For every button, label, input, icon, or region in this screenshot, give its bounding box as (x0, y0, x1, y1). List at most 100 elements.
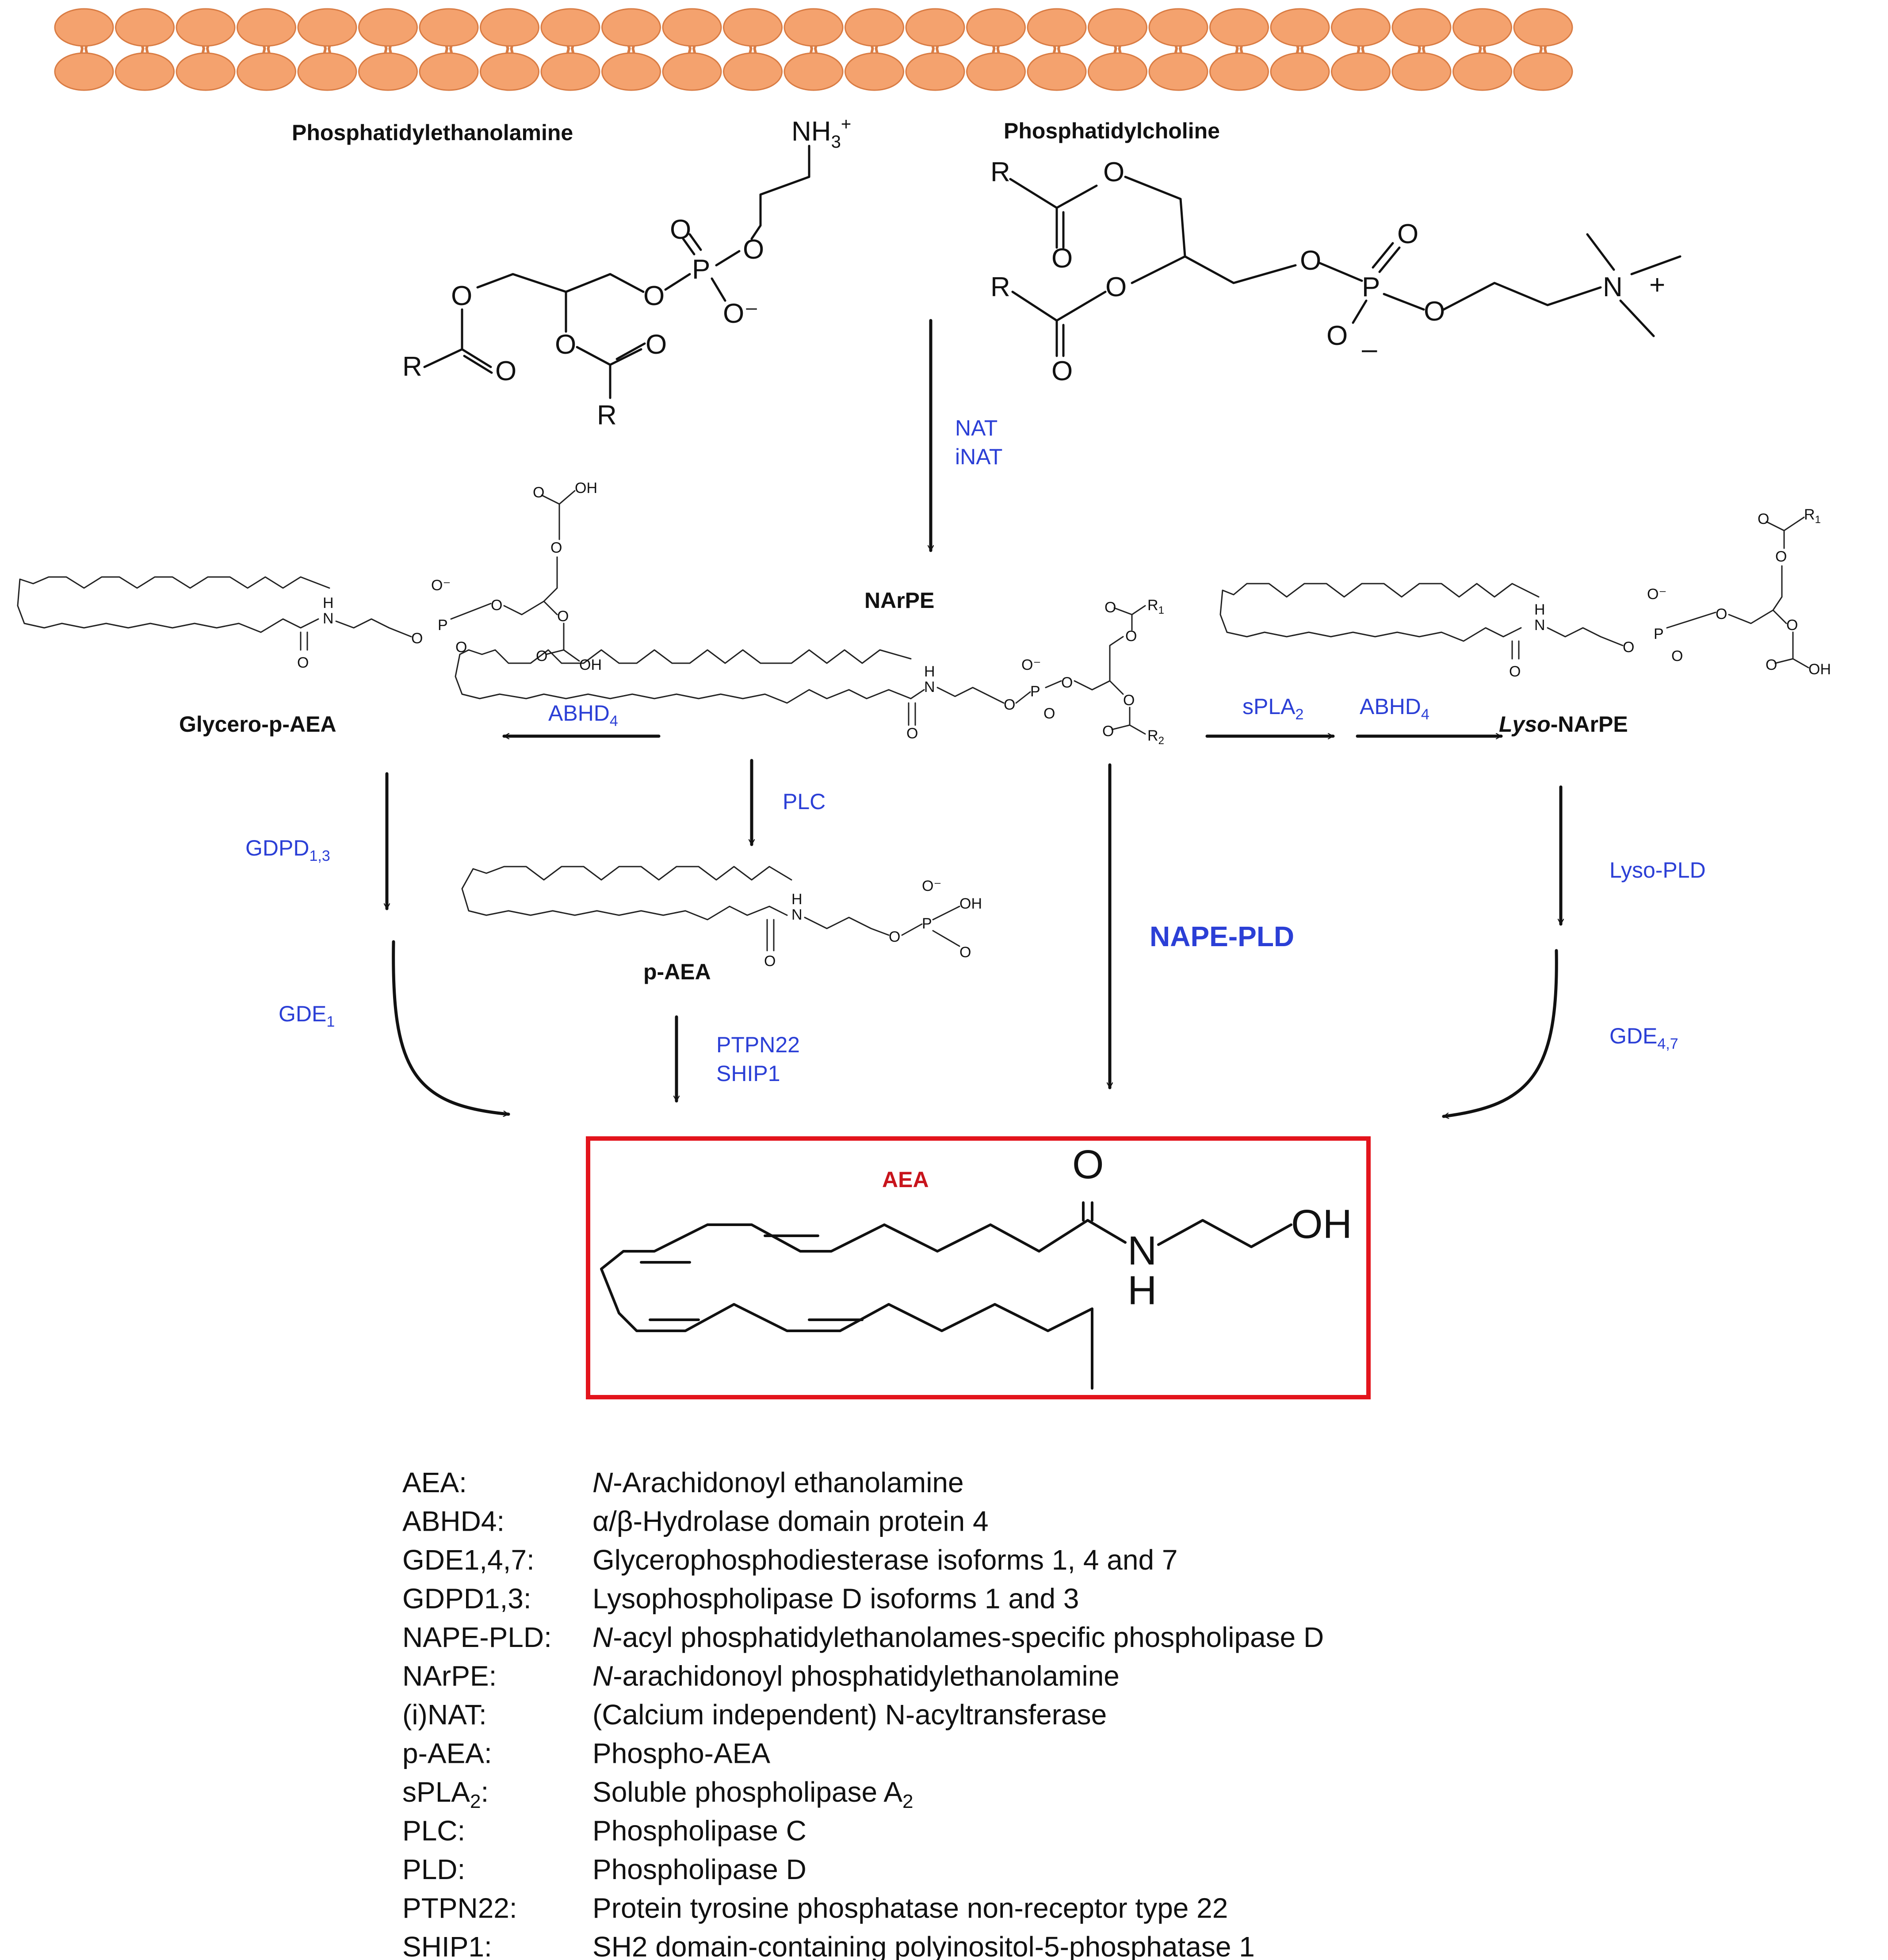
glossary-definition: α/β-Hydrolase domain protein 4 (592, 1505, 989, 1537)
pc-glycerol-o-bond (1184, 255, 1297, 284)
lyso-amide-o: O (1509, 663, 1521, 680)
narpe-n: N (924, 679, 935, 695)
pc-r2-atom: R (990, 272, 1010, 302)
pc-o2-atom: O (1103, 157, 1124, 187)
lyso-ethanolamine (1547, 627, 1624, 646)
lipid-head-outer (905, 8, 965, 47)
enzyme-ship1: SHIP1 (716, 1061, 780, 1086)
lipid-molecule (540, 8, 600, 91)
enzyme-abhd4-right: ABHD4 (1360, 694, 1429, 723)
lipid-head-inner (1391, 52, 1452, 91)
narpe-ominus: O⁻ (1021, 657, 1041, 673)
glossary-definition: Protein tyrosine phosphatase non-recepto… (592, 1892, 1228, 1924)
glycero-o2: O (455, 639, 467, 656)
lipid-head-inner (297, 52, 357, 91)
narpe-o2: O (1043, 705, 1055, 722)
lipid-molecule (115, 8, 175, 91)
narpe-glycerol-o (1109, 680, 1124, 695)
p-aea-h: H (791, 891, 803, 908)
pc-o4-atom: O (1051, 356, 1073, 386)
lipid-molecule (723, 8, 783, 91)
glycero-h: H (323, 595, 334, 611)
pc-o8-atom: O (1424, 296, 1445, 327)
pc-p-o-bond (1383, 293, 1425, 311)
enzyme-plc: PLC (783, 789, 826, 814)
pe-r1-atom: R (402, 352, 422, 382)
narpe-ethanolamine (936, 687, 1005, 704)
pc-o1-atom: O (1051, 243, 1073, 274)
pc-nplus-sign: + (1649, 270, 1665, 300)
pc-minus-sign: – (1362, 334, 1377, 364)
enzyme-abhd4-left: ABHD4 (548, 701, 618, 730)
lipid-head-inner (480, 52, 539, 91)
glossary-definition: N-acyl phosphatidylethanolames-specific … (592, 1621, 1324, 1653)
lipid-head-inner (115, 52, 175, 91)
lipid-head-outer (1452, 8, 1512, 47)
narpe-o3: O (1061, 674, 1073, 691)
lipid-head-outer (176, 8, 236, 47)
arrow-gde1-to-aea (392, 940, 510, 1114)
lipid-molecule (845, 8, 904, 91)
glycero-chain (17, 576, 330, 633)
lipid-molecule (1209, 8, 1269, 91)
glycero-amide-co (300, 631, 308, 651)
lipid-molecule (966, 8, 1026, 91)
pc-p-ominus-bond (1352, 299, 1368, 324)
lyso-p: P (1654, 626, 1664, 642)
lipid-molecule (1088, 8, 1147, 91)
pe-po-bond (715, 250, 741, 267)
lipid-molecule (1513, 8, 1573, 91)
lipid-head-outer (966, 8, 1026, 47)
glossary-definition: (Calcium independent) N-acyltransferase (592, 1699, 1107, 1731)
pe-o5-atom: O (495, 356, 516, 386)
pe-ester1 (423, 348, 493, 374)
lipid-head-inner (783, 52, 844, 91)
glossary-abbr: GDE1,4,7: (402, 1544, 535, 1576)
lyso-ester (1766, 516, 1805, 549)
glossary: AEA:N-Arachidonoyl ethanolamineABHD4:α/β… (402, 1467, 1324, 1960)
lyso-p-o (1666, 611, 1716, 629)
pe-o7-atom: O (646, 329, 667, 360)
pc-r1-atom: R (990, 157, 1010, 187)
pc-methyl-bonds (1586, 233, 1682, 337)
lyso-amide-co (1511, 640, 1520, 660)
glossary-definition: N-Arachidonoyl ethanolamine (592, 1467, 964, 1498)
lyso-narpe-structure: Lyso-NArPE O N H O P O⁻ O O O O R1 O O O… (1219, 506, 1831, 737)
pe-nh3-atom: NH3+ (791, 115, 851, 152)
pc-o3-atom: O (1105, 272, 1127, 302)
p-aea-amide-o: O (764, 953, 776, 970)
lyso-o2: O (1671, 648, 1683, 665)
glossary-definition: Phospholipase D (592, 1853, 806, 1885)
narpe-amide-co (908, 702, 916, 726)
glycero-ominus: O⁻ (431, 577, 451, 594)
aea-oh: OH (1291, 1202, 1352, 1247)
reaction-arrows (387, 319, 1561, 1116)
p-aea-p: P (922, 915, 932, 932)
glycero-o6: O (557, 608, 569, 625)
pc-o5-atom: O (1300, 245, 1321, 276)
glossary-abbr: GDPD1,3: (402, 1583, 531, 1615)
lipid-molecule (1331, 8, 1391, 91)
glycero-o6-bond (543, 600, 558, 615)
lyso-o4: O (1775, 548, 1787, 565)
lyso-o1: O (1623, 639, 1634, 656)
narpe-label: NArPE (864, 588, 934, 613)
lipid-head-outer (480, 8, 539, 47)
lipid-head-inner (1452, 52, 1512, 91)
pc-label: Phosphatidylcholine (1004, 118, 1220, 143)
lipid-molecule (1452, 8, 1512, 91)
p-aea-ethanolamine (804, 917, 890, 936)
pe-label: Phosphatidylethanolamine (292, 120, 573, 145)
enzyme-nat: NAT (955, 416, 998, 440)
phosphatidylethanolamine-structure: Phosphatidylethanolamine NH3+ O P O O⁻ O… (292, 115, 851, 431)
p-aea-o2: O (959, 944, 971, 961)
lyso-o6-bond (1772, 609, 1787, 624)
lipid-molecule (480, 8, 539, 91)
lipid-molecule (358, 8, 418, 91)
narpe-o5: O (1105, 599, 1116, 616)
aea-double-bonds (640, 1234, 864, 1321)
enzyme-gde47: GDE4,7 (1609, 1024, 1678, 1052)
glycero-oh1: OH (575, 480, 597, 497)
aea-product-box: AEA O N H OH (586, 1136, 1371, 1399)
